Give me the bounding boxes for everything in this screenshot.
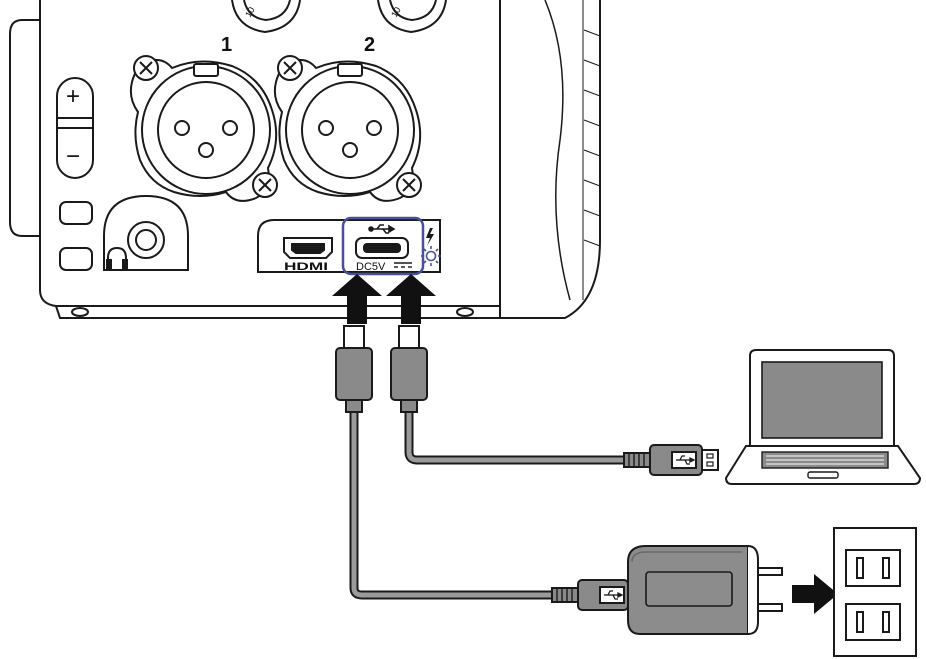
plug-in-arrow	[792, 574, 838, 614]
cable-to-adapter-fill	[351, 410, 556, 598]
hdmi-port[interactable]	[283, 237, 333, 259]
cable-to-adapter	[349, 410, 556, 600]
cable-to-laptop-fill	[406, 410, 628, 463]
cable-to-laptop	[404, 410, 628, 465]
screw-icon	[277, 55, 422, 198]
xlr-input-2[interactable]	[273, 59, 422, 202]
hdmi-label: HDMI	[284, 261, 328, 273]
usb-c-port[interactable]	[355, 237, 409, 259]
usb-c-plug-laptop-cable[interactable]	[390, 325, 428, 413]
gain-knob-2[interactable]	[377, 0, 447, 34]
laptop-icon	[724, 349, 922, 485]
device-side-grip	[499, 0, 601, 319]
gain-knob-1[interactable]	[231, 0, 301, 34]
volume-minus-label: −	[66, 143, 80, 170]
side-button-upper[interactable]	[59, 201, 93, 225]
charge-indicator-led	[421, 246, 441, 266]
power-label: DC5V	[356, 261, 386, 273]
usb-highlight-box	[341, 216, 425, 276]
knob-mark-2: 10	[389, 5, 403, 19]
xlr-input-1[interactable]	[129, 59, 278, 202]
side-button-lower[interactable]	[59, 247, 93, 271]
volume-rocker[interactable]	[56, 77, 94, 179]
input-label-1: 1	[221, 34, 232, 56]
insert-arrow-1	[332, 274, 382, 324]
headphone-jack[interactable]	[103, 194, 189, 271]
wall-outlet-icon	[833, 527, 917, 657]
screw-icon	[133, 55, 278, 198]
usb-c-plug-adapter-cable[interactable]	[335, 325, 373, 413]
knob-mark-1: 10	[243, 5, 257, 19]
charge-lightning-icon	[426, 228, 434, 246]
dc-symbol-icon	[394, 262, 412, 268]
usb-symbol-icon	[676, 455, 696, 465]
volume-plus-label: +	[66, 83, 80, 110]
usb-symbol-icon	[368, 224, 396, 234]
headphone-icon	[106, 246, 128, 269]
input-label-2: 2	[364, 34, 375, 56]
usb-a-plug-laptop[interactable]	[623, 444, 719, 476]
usb-symbol-icon	[604, 590, 624, 600]
insert-arrow-2	[386, 274, 436, 324]
ac-adapter-icon	[627, 545, 783, 635]
